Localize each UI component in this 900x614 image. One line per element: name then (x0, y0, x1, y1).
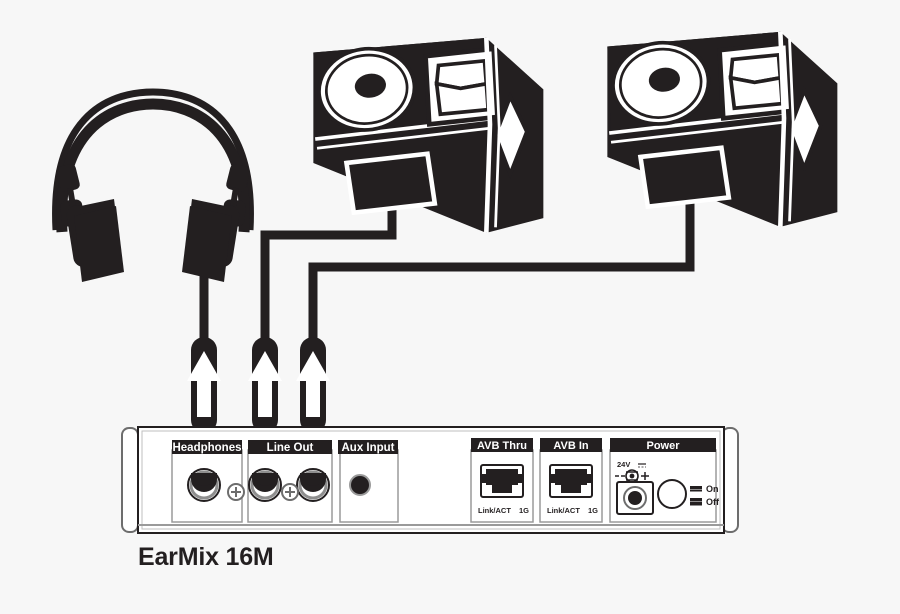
power-off-indicator-icon (690, 498, 702, 506)
section-headphones[interactable]: Headphones (171, 440, 243, 523)
earcup-left (66, 199, 124, 282)
headphones-label-plate (172, 440, 242, 454)
avb-in-label-plate (540, 438, 602, 452)
panel-screw-1 (227, 483, 245, 501)
avb-thru-speed-label: 1G (519, 506, 529, 515)
line-out-label-plate (248, 440, 332, 454)
cable-speaker-left (260, 185, 397, 350)
headphones-jack (186, 467, 222, 503)
section-avb-thru[interactable]: AVB Thru Link/ACT 1G (470, 438, 534, 523)
avb-in-port[interactable] (549, 464, 593, 498)
section-avb-in[interactable]: AVB In Link/ACT 1G (539, 438, 603, 523)
section-aux-input[interactable]: Aux Input (338, 440, 399, 523)
headphones-label: Headphones (172, 442, 241, 454)
power-button[interactable] (657, 479, 687, 509)
panel-screw-2 (281, 483, 299, 501)
power-voltage-label: 24V (617, 460, 630, 469)
cable-speaker-right (308, 175, 695, 350)
device-title: EarMix 16M (138, 543, 274, 571)
power-label: Power (646, 440, 680, 452)
earcup-right (182, 199, 240, 282)
line-out-label: Line Out (267, 442, 314, 454)
avb-thru-port[interactable] (480, 464, 524, 498)
section-line-out[interactable]: Line Out (247, 440, 333, 523)
power-label-plate (610, 438, 716, 452)
avb-thru-linkact-label: Link/ACT (478, 506, 511, 515)
power-on-label: On (706, 484, 719, 494)
avb-in-speed-label: 1G (588, 506, 598, 515)
avb-in-label: AVB In (553, 440, 589, 452)
aux-input-jack[interactable] (349, 474, 371, 496)
polarity-symbol-icon (615, 469, 649, 483)
line-out-jack-2 (295, 467, 331, 503)
avb-in-linkact-label: Link/ACT (547, 506, 580, 515)
line-out-jack-1 (247, 467, 283, 503)
power-off-label: Off (706, 497, 720, 507)
avb-thru-label-plate (471, 438, 533, 452)
avb-thru-label: AVB Thru (477, 440, 527, 452)
rack-ear-left (121, 427, 139, 533)
aux-input-label-plate (338, 440, 398, 454)
power-on-indicator-icon (690, 486, 702, 492)
aux-input-label: Aux Input (341, 442, 394, 454)
headphones-illustration (52, 88, 254, 282)
earmix-device[interactable]: Headphones Line Out Aux Input AVB Thru (121, 426, 739, 534)
section-power[interactable]: Power 24V (609, 438, 720, 523)
